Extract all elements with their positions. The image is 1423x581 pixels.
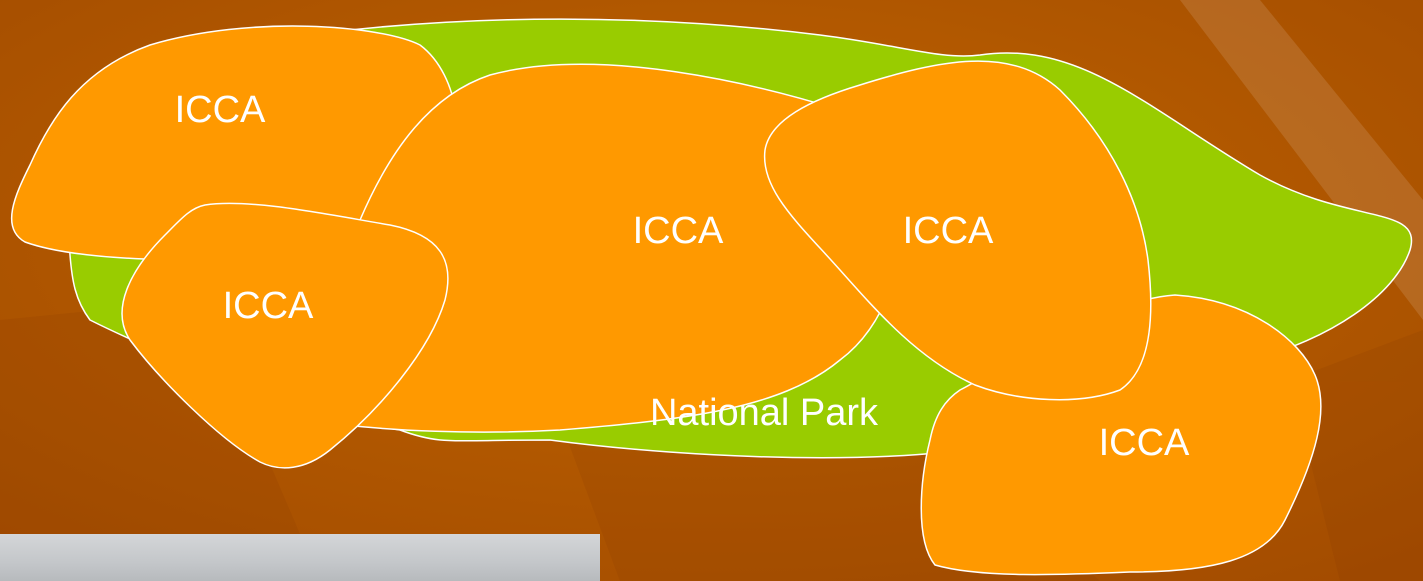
icca-label-right: ICCA: [903, 210, 994, 252]
icca-label-center: ICCA: [633, 210, 724, 252]
icca-label-bottom-right: ICCA: [1099, 422, 1190, 464]
icca-label-top-left: ICCA: [175, 89, 266, 131]
icca-label-small-left: ICCA: [223, 285, 314, 327]
icca-area: [121, 202, 449, 469]
icca-area: [763, 60, 1152, 401]
national-park-label: National Park: [650, 392, 879, 434]
photo-thumbnail: [0, 534, 600, 581]
